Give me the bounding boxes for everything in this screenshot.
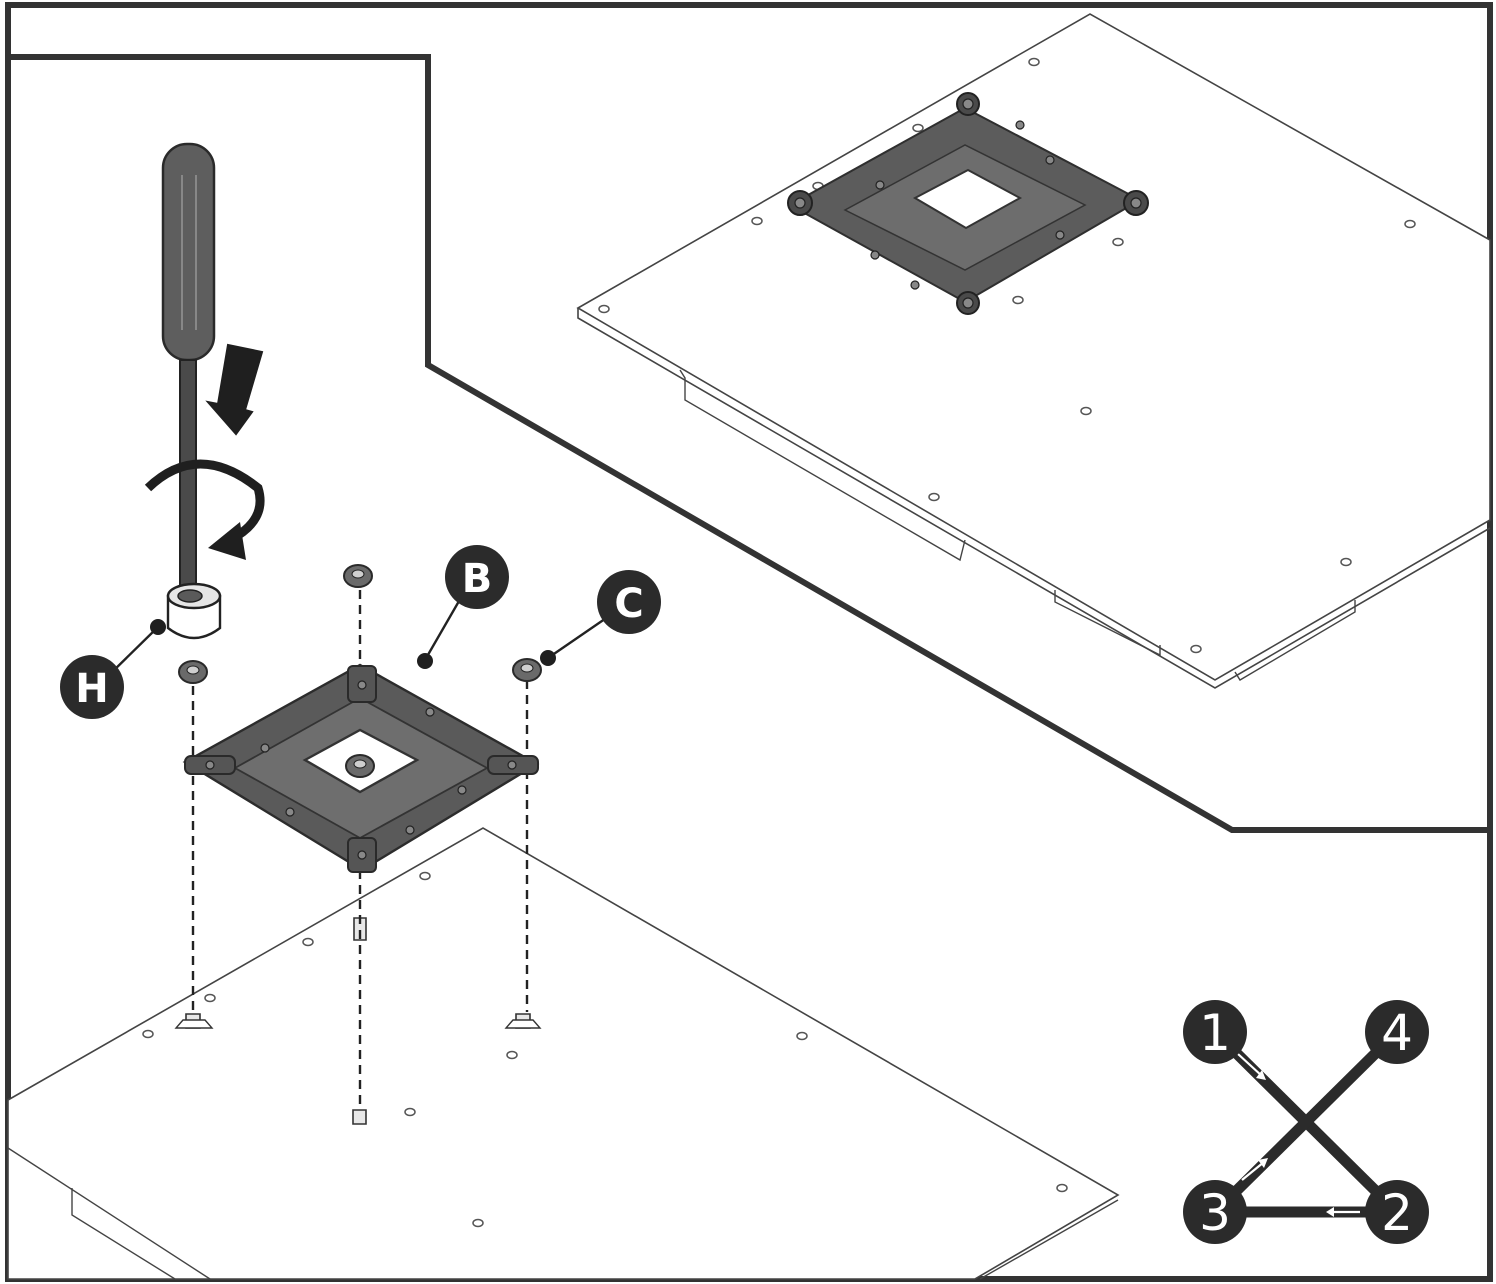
socket-adapter [166,582,222,640]
order-marker-2 [1365,1180,1429,1244]
inset-motherboard [576,13,1491,689]
down-arrow-icon [205,343,264,436]
tightening-order-diagram: 1 4 3 2 [1183,1000,1429,1244]
callout-h-label: H [75,666,108,712]
callout-c-label: C [614,581,643,627]
callout-b-label: B [462,556,493,602]
inset-bracket [787,92,1149,315]
thumb-nuts [178,564,542,778]
order-label-1: 1 [1199,1004,1231,1062]
callout-b: B [417,545,509,669]
order-label-4: 4 [1381,1004,1413,1062]
rotate-clockwise-icon [144,459,265,560]
order-label-2: 2 [1381,1184,1413,1242]
callout-c: C [540,570,661,666]
main-motherboard [7,827,1120,1280]
order-label-3: 3 [1199,1184,1231,1242]
screwdriver-icon [161,142,216,599]
order-marker-4 [1365,1000,1429,1064]
inset-panel-border [8,54,1490,833]
callout-h: H [60,619,166,719]
order-marker-1 [1183,1000,1247,1064]
order-marker-3 [1183,1180,1247,1244]
alignment-guides [191,590,529,1110]
